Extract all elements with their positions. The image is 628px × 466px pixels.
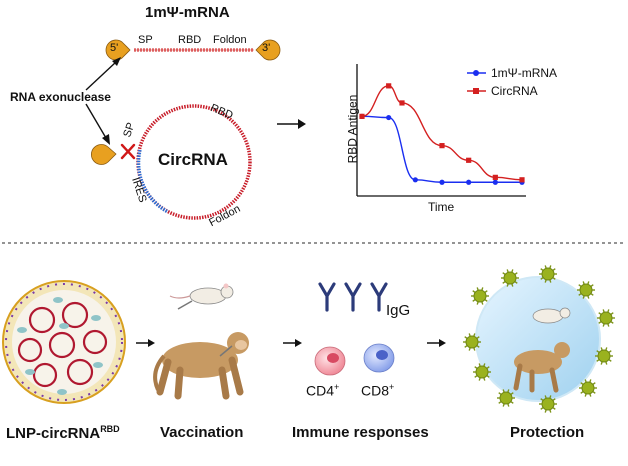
cd8-label: CD8+ xyxy=(361,382,395,399)
sp-label: SP xyxy=(138,34,153,46)
data-point-s1-1 xyxy=(386,83,392,89)
cd4-label: CD4+ xyxy=(306,382,340,399)
mrna-title: 1mΨ-mRNA xyxy=(145,4,230,21)
virus-icon xyxy=(577,281,595,299)
monkey-icon xyxy=(153,332,249,400)
data-point-s1-6 xyxy=(519,177,525,183)
mouse-icon xyxy=(169,283,234,310)
process-arrows xyxy=(136,339,446,347)
protected-monkey-icon xyxy=(514,350,562,374)
virus-icon xyxy=(595,347,613,365)
data-point-s0-1 xyxy=(386,114,392,121)
protected-mouse-icon xyxy=(532,308,564,324)
chart-axes xyxy=(356,64,526,197)
step-immune-label: Immune responses xyxy=(292,424,429,441)
virus-icon xyxy=(539,395,557,413)
data-point-s0-5 xyxy=(492,179,498,185)
data-point-s1-2 xyxy=(399,100,405,106)
circrna-title: CircRNA xyxy=(158,150,228,169)
exonuclease-arrows xyxy=(85,57,121,145)
virus-icon xyxy=(471,287,489,305)
data-point-s1-5 xyxy=(492,174,498,180)
five-prime-label: 5' xyxy=(110,42,119,54)
three-prime-label: 3' xyxy=(262,42,271,54)
data-point-s1-0 xyxy=(359,113,365,119)
legend xyxy=(467,70,486,94)
data-point-s0-3 xyxy=(439,179,445,185)
cd4-cell-icon xyxy=(314,346,346,376)
virus-icons xyxy=(463,265,615,413)
legend-circrna-marker xyxy=(473,88,479,94)
circrna-ring xyxy=(136,104,252,220)
lnp-particle-icon xyxy=(2,280,126,404)
block-x-icon xyxy=(120,143,136,160)
step-vaccination-label: Vaccination xyxy=(160,424,244,441)
data-point-s0-2 xyxy=(412,177,418,183)
cd8-cell-icon xyxy=(363,343,395,373)
chart-ylabel: RBD Antigen xyxy=(345,94,360,164)
rbd-label: RBD xyxy=(178,34,202,46)
syringe-icon xyxy=(177,300,193,310)
blocked-exonuclease-icon xyxy=(90,144,117,165)
virus-icon xyxy=(579,379,597,397)
step-lnp-label: LNP-circRNARBD xyxy=(6,424,120,442)
legend-mrna-marker xyxy=(473,70,479,76)
igg-antibody-icons xyxy=(318,282,388,312)
data-point-s1-4 xyxy=(466,157,472,163)
virus-icon xyxy=(539,265,557,283)
chart-xlabel: Time xyxy=(428,200,455,214)
virus-icon xyxy=(463,333,481,351)
series-line-1 xyxy=(361,85,523,181)
exonuclease-label: RNA exonuclease xyxy=(10,90,111,104)
data-point-s1-3 xyxy=(439,143,445,149)
foldon-label: Foldon xyxy=(213,34,247,46)
virus-icon xyxy=(501,269,519,287)
flow-arrow-to-chart xyxy=(277,119,306,129)
series-line-0 xyxy=(361,115,522,183)
protection-shield xyxy=(475,276,601,402)
igg-label: IgG xyxy=(386,302,411,319)
chart-plot xyxy=(359,83,525,185)
three-prime-cap-icon xyxy=(255,39,281,61)
virus-icon xyxy=(497,389,515,407)
syringe-monkey-icon xyxy=(219,345,233,357)
legend-mrna-label: 1mΨ-mRNA xyxy=(491,66,558,80)
legend-circrna-label: CircRNA xyxy=(491,84,538,98)
virus-icon xyxy=(473,363,491,381)
virus-icon xyxy=(597,309,615,327)
data-point-s0-4 xyxy=(466,179,472,185)
step-protection-label: Protection xyxy=(510,424,585,441)
